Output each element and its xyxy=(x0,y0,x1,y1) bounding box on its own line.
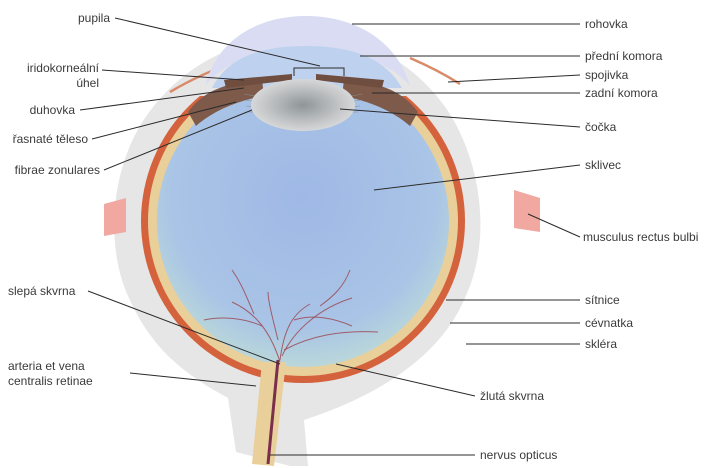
label-zluta-skvrna: žlutá skvrna xyxy=(480,389,544,403)
muscle-left xyxy=(104,198,126,236)
label-cocka: čočka xyxy=(585,120,617,134)
label-rasnate-teleso: řasnaté těleso xyxy=(13,132,89,146)
label-duhovka: duhovka xyxy=(30,103,76,117)
label-sklera: skléra xyxy=(585,337,617,351)
muscle-right xyxy=(514,190,540,232)
label-zadni-komora: zadní komora xyxy=(585,86,658,100)
lens xyxy=(251,79,355,131)
label-pupila: pupila xyxy=(78,11,110,25)
label-slepa-skvrna: slepá skvrna xyxy=(8,284,76,298)
label-cevnatka: cévnatka xyxy=(585,316,633,330)
label-fibrae-zonulares: fibrae zonulares xyxy=(15,163,100,177)
label-iridokornealni-uhel-line2: úhel xyxy=(76,76,99,90)
label-arteria-et-vena-line1: arteria et vena xyxy=(8,359,85,373)
label-spojivka: spojivka xyxy=(585,68,629,82)
label-rohovka: rohovka xyxy=(585,17,628,31)
label-predni-komora: přední komora xyxy=(585,49,663,63)
label-sklivec: sklivec xyxy=(585,158,621,172)
label-nervus-opticus: nervus opticus xyxy=(480,448,557,462)
label-sitnice: sítnice xyxy=(585,293,620,307)
label-iridokornealni-uhel-line1: iridokorneální xyxy=(27,61,100,75)
label-arteria-et-vena-line2: centralis retinae xyxy=(8,374,93,388)
label-musculus-rectus-bulbi: musculus rectus bulbi xyxy=(583,230,698,244)
